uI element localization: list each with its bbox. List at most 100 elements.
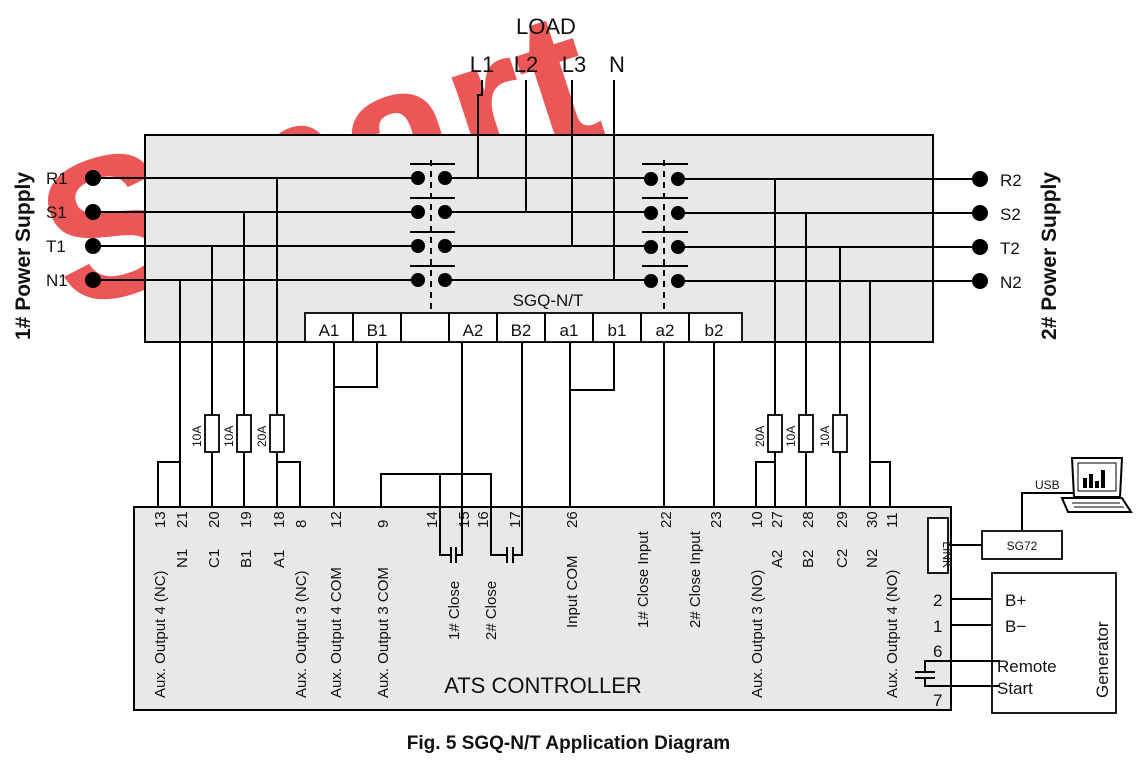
gen-label-start: Start (997, 679, 1033, 698)
supply2-terminals: 2# Power Supply R2 S2 T2 N2 (972, 171, 1061, 340)
gen-pin-7: 7 (933, 691, 942, 710)
label-1-close: 1# Close (446, 581, 463, 640)
label-aux3-nc: Aux. Output 3 (NC) (293, 570, 310, 698)
aux-terminal-b2: B2 (511, 321, 532, 340)
terminal-number-13: 13 (152, 511, 169, 528)
label-aux3-com: Aux. Output 3 COM (375, 567, 392, 698)
load-phase-l2: L2 (514, 52, 538, 77)
load-phase-n: N (609, 52, 625, 77)
terminal-t1: T1 (46, 237, 66, 256)
aux-terminal-b1-small: b1 (608, 321, 627, 340)
close-relay-jumpers (439, 507, 523, 563)
terminal-number-10: 10 (749, 511, 766, 528)
label-aux4-com: Aux. Output 4 COM (328, 567, 345, 698)
terminal-number-19: 19 (238, 511, 255, 528)
switch-model-label: SGQ-N/T (513, 291, 584, 310)
terminal-number-22: 22 (658, 511, 675, 528)
terminal-number-15: 15 (456, 511, 473, 528)
terminal-number-17: 17 (507, 511, 524, 528)
label-input-com: Input COM (564, 555, 581, 628)
terminal-number-23: 23 (708, 511, 725, 528)
terminal-number-9: 9 (375, 520, 392, 528)
aux-terminal-b2-small: b2 (705, 321, 724, 340)
gen-pin-2: 2 (933, 591, 942, 610)
terminal-number-20: 20 (206, 511, 223, 528)
fuse-right-3: 10A (818, 426, 832, 447)
label-a1: A1 (271, 550, 288, 568)
label-aux4-nc: Aux. Output 4 (NC) (152, 570, 169, 698)
aux-terminal-a2-small: a2 (656, 321, 675, 340)
terminal-number-14: 14 (424, 511, 441, 528)
label-b2: B2 (800, 550, 817, 568)
terminal-number-11: 11 (884, 512, 901, 528)
aux-wiring (333, 342, 715, 507)
sensing-wires (157, 178, 891, 507)
terminal-number-12: 12 (328, 511, 345, 528)
terminal-s2: S2 (1000, 205, 1021, 224)
fuse-right-1: 20A (753, 426, 767, 447)
fuses-left: 10A 10A 20A (190, 414, 285, 453)
terminal-r2: R2 (1000, 171, 1022, 190)
fuse-right-2: 10A (784, 426, 798, 447)
supply2-title: 2# Power Supply (1038, 172, 1061, 340)
load-title: LOAD (516, 14, 576, 39)
terminal-number-29: 29 (834, 511, 851, 528)
label-2-close-input: 2# Close Input (687, 530, 704, 628)
terminal-number-28: 28 (800, 511, 817, 528)
aux-terminal-strip: A1 B1 A2 B2 a1 b1 a2 b2 (304, 312, 743, 343)
laptop-icon (1060, 457, 1133, 513)
switch-box (144, 134, 934, 343)
gen-pin-6: 6 (933, 642, 942, 661)
terminal-number-21: 21 (174, 511, 191, 528)
aux-terminal-b1: B1 (367, 321, 388, 340)
terminal-number-8: 8 (293, 520, 310, 528)
switch2-contacts (642, 160, 688, 313)
terminal-number-26: 26 (564, 511, 581, 528)
gen-pin-1: 1 (933, 617, 942, 636)
terminal-t2: T2 (1000, 239, 1020, 258)
sg72-module (981, 530, 1063, 560)
aux-terminal-a1-small: a1 (560, 321, 579, 340)
label-a2: A2 (769, 550, 786, 568)
sg72-label: SG72 (1007, 539, 1038, 553)
label-n2: N2 (864, 549, 881, 568)
fuse-left-2: 10A (222, 426, 236, 447)
fuse-left-3: 20A (255, 426, 269, 447)
aux-terminal-a2: A2 (463, 321, 484, 340)
generator-box (991, 572, 1117, 714)
terminal-number-18: 18 (271, 511, 288, 528)
terminal-number-27: 27 (769, 511, 786, 528)
link-label: LINK (940, 541, 954, 568)
generator-title: Generator (1093, 621, 1112, 698)
wiring-diagram: Smart LOAD L1 L2 L3 N A1 B1 A2 B2 a1 b1 … (12, 0, 1133, 714)
controller-terminal-numbers: 13 21 20 19 18 8 12 9 14 15 16 17 26 22 … (152, 511, 901, 528)
load-phase-l3: L3 (562, 52, 586, 77)
gen-label-bplus: B+ (1005, 591, 1026, 610)
gen-label-bminus: B− (1005, 617, 1026, 636)
load-phase-labels: L1 L2 L3 N (470, 52, 625, 77)
terminal-number-30: 30 (864, 511, 881, 528)
terminal-number-16: 16 (475, 511, 492, 528)
label-aux4-no: Aux. Output 4 (NO) (884, 570, 901, 698)
label-n1: N1 (174, 549, 191, 568)
label-1-close-input: 1# Close Input (635, 530, 652, 628)
terminal-r1: R1 (46, 169, 68, 188)
supply1-title: 1# Power Supply (12, 172, 35, 340)
controller-terminal-labels: Aux. Output 4 (NC) N1 C1 B1 A1 Aux. Outp… (152, 530, 901, 698)
fuse-left-1: 10A (190, 426, 204, 447)
terminal-n1: N1 (46, 271, 68, 290)
terminal-n2: N2 (1000, 273, 1022, 292)
label-b1: B1 (238, 550, 255, 568)
ats-controller-box (133, 506, 952, 711)
ats-controller-title: ATS CONTROLLER (444, 673, 642, 698)
figure-caption: Fig. 5 SGQ-N/T Application Diagram (406, 733, 731, 754)
label-c1: C1 (206, 549, 223, 568)
fuses-right: 20A 10A 10A (753, 414, 848, 453)
gen-label-remote: Remote (997, 657, 1057, 676)
phase-lines (93, 80, 980, 282)
label-c2: C2 (834, 549, 851, 568)
aux-terminal-a1: A1 (319, 321, 340, 340)
terminal-s1: S1 (46, 203, 67, 222)
generator-wiring (915, 598, 1000, 687)
label-2-close: 2# Close (483, 581, 500, 640)
